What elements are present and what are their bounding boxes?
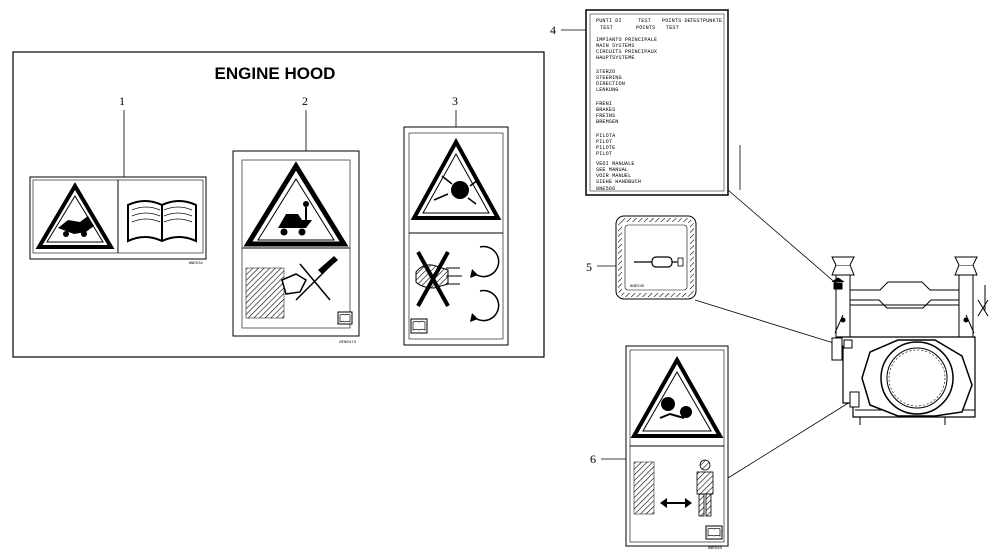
svg-text:VEDI MANUALE: VEDI MANUALE bbox=[596, 161, 635, 167]
panel-title: ENGINE HOOD bbox=[215, 64, 336, 83]
svg-text:PILOT: PILOT bbox=[596, 151, 612, 157]
rotating-fan-hazard-icon bbox=[410, 137, 502, 220]
decal-1: 8NE531 bbox=[29, 176, 207, 266]
decal-4-code: 8NE566 bbox=[596, 186, 615, 192]
svg-text:TEST: TEST bbox=[638, 18, 651, 24]
warning-triangle-icon bbox=[243, 161, 349, 247]
svg-text:HAUPTSYSTEME: HAUPTSYSTEME bbox=[596, 55, 635, 61]
svg-text:SEE MANUAL: SEE MANUAL bbox=[596, 167, 628, 173]
svg-text:PILOTA: PILOTA bbox=[596, 133, 616, 139]
svg-text:TESTPUNKTE: TESTPUNKTE bbox=[690, 18, 722, 24]
crush-hazard-icon bbox=[630, 355, 724, 438]
callout-5: 5 bbox=[586, 260, 592, 274]
callout-2: 2 bbox=[302, 94, 308, 108]
callout-4: 4 bbox=[550, 23, 556, 37]
callout-6: 6 bbox=[590, 452, 596, 466]
decal-6: 6 8NE563 bbox=[590, 345, 729, 551]
no-hands-icon bbox=[415, 251, 462, 307]
svg-text:POINTS DE: POINTS DE bbox=[662, 18, 691, 24]
read-manual-icon bbox=[337, 311, 353, 325]
decal-1-code: 8NE531 bbox=[189, 262, 204, 266]
decal-5-code: 8NE545 bbox=[630, 285, 645, 289]
decal-4-text: PUNTI DI TEST POINTS DE TESTPUNKTE TEST … bbox=[596, 18, 722, 192]
read-manual-icon bbox=[705, 525, 723, 540]
svg-text:DIRECTION: DIRECTION bbox=[596, 81, 625, 87]
no-hands-icon bbox=[245, 256, 338, 319]
keep-clear-person-icon bbox=[633, 459, 714, 517]
svg-text:IMPIANTO PRINCIPALE: IMPIANTO PRINCIPALE bbox=[596, 37, 657, 43]
svg-text:STERZO: STERZO bbox=[596, 69, 615, 75]
rotating-arrows-icon bbox=[470, 245, 500, 322]
crush-hazard-icon bbox=[35, 182, 115, 249]
decal-3 bbox=[403, 126, 509, 346]
decal-5: 5 8NE545 bbox=[586, 215, 697, 300]
callout-3: 3 bbox=[452, 94, 458, 108]
svg-text:FRENI: FRENI bbox=[596, 101, 612, 107]
battery-icon bbox=[634, 256, 684, 268]
decal-2-code: NFN0473 bbox=[339, 341, 356, 345]
svg-text:BRAKES: BRAKES bbox=[596, 107, 615, 113]
svg-text:FREINS: FREINS bbox=[596, 113, 615, 119]
svg-text:PILOT: PILOT bbox=[596, 139, 612, 145]
svg-text:SIEHE HANDBUCH: SIEHE HANDBUCH bbox=[596, 179, 641, 185]
read-manual-icon bbox=[127, 200, 197, 243]
svg-text:LENKUNG: LENKUNG bbox=[596, 87, 619, 93]
machine-engine-hood-sketch bbox=[694, 145, 989, 479]
engine-hood-panel: ENGINE HOOD 1 2 3 bbox=[12, 51, 545, 358]
svg-text:POINTS: POINTS bbox=[636, 25, 655, 31]
svg-text:PUNTI DI: PUNTI DI bbox=[596, 18, 622, 24]
svg-text:VOIR MANUEL: VOIR MANUEL bbox=[596, 173, 631, 179]
decal-2: NFN0473 bbox=[232, 150, 360, 345]
svg-text:TEST: TEST bbox=[600, 25, 613, 31]
callout-1: 1 bbox=[119, 94, 125, 108]
svg-text:CIRCUITS PRINCIPAUX: CIRCUITS PRINCIPAUX bbox=[596, 49, 658, 55]
svg-text:PILOTE: PILOTE bbox=[596, 145, 615, 151]
svg-text:TEST: TEST bbox=[666, 25, 679, 31]
read-manual-icon bbox=[410, 318, 428, 334]
svg-text:STEERING: STEERING bbox=[596, 75, 622, 81]
decal-4: 4 PUNTI DI TEST POINTS DE TESTPUNKTE TES… bbox=[550, 9, 729, 196]
svg-text:MAIN SYSTEMS: MAIN SYSTEMS bbox=[596, 43, 635, 49]
svg-text:BREMSEN: BREMSEN bbox=[596, 119, 619, 125]
decal-6-code: 8NE563 bbox=[708, 547, 723, 551]
